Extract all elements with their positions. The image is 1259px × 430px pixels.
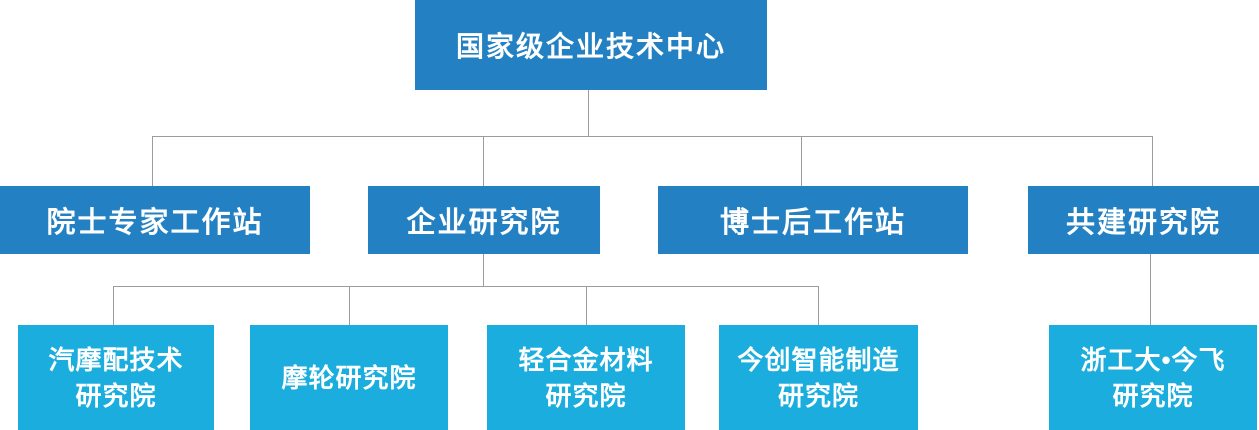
connector-drop-enterprise-institute — [483, 136, 484, 186]
connector-joint-institute-to-zjut-jinfei — [1150, 254, 1151, 325]
connector-root-stem — [588, 90, 589, 136]
connector-level2-bus — [152, 136, 1153, 137]
node-joint-research-institute: 共建研究院 — [1028, 186, 1259, 254]
connector-drop-light-alloy-institute — [586, 286, 587, 325]
node-jinchuang-intelligent-manufacturing-institute: 今创智能制造 研究院 — [719, 325, 918, 430]
connector-drop-auto-moto-parts-institute — [113, 286, 114, 325]
node-academician-expert-workstation: 院士专家工作站 — [0, 186, 310, 254]
node-national-enterprise-technology-center: 国家级企业技术中心 — [415, 0, 767, 90]
node-wheel-research-institute: 摩轮研究院 — [250, 325, 448, 430]
node-auto-moto-parts-technology-institute: 汽摩配技术 研究院 — [18, 325, 214, 430]
connector-drop-wheel-institute — [349, 286, 350, 325]
connector-level3-bus — [113, 286, 819, 287]
node-zjut-jinfei-research-institute: 浙工大•今飞 研究院 — [1049, 325, 1257, 430]
node-postdoctoral-workstation: 博士后工作站 — [658, 186, 968, 254]
connector-drop-academician-workstation — [152, 136, 153, 186]
connector-drop-joint-institute — [1152, 136, 1153, 186]
connector-drop-postdoc-workstation — [801, 136, 802, 186]
connector-drop-intelligent-manufacturing-institute — [818, 286, 819, 325]
connector-enterprise-institute-stem — [483, 254, 484, 286]
node-light-alloy-materials-institute: 轻合金材料 研究院 — [487, 325, 685, 430]
node-enterprise-research-institute: 企业研究院 — [368, 186, 600, 254]
